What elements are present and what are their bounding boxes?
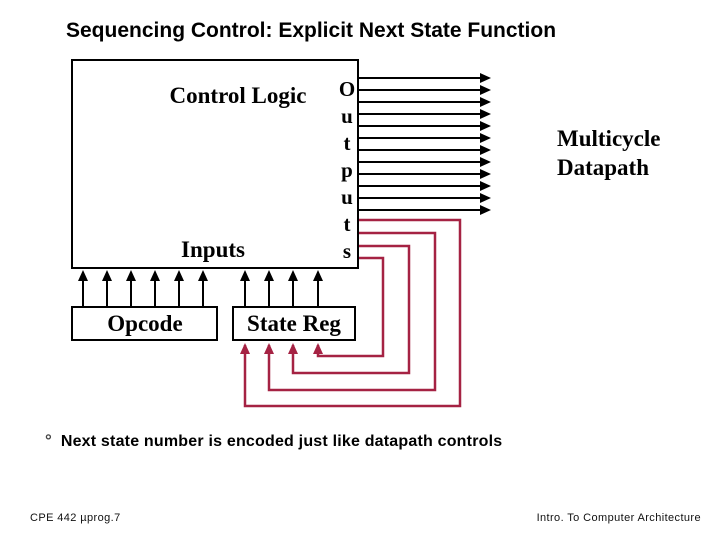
- outputs-letter: u: [341, 185, 353, 209]
- bullet-degree-marker: °: [45, 431, 52, 450]
- inputs-label: Inputs: [181, 237, 245, 262]
- control-logic-box: [71, 59, 359, 269]
- feedback-loop-path: [264, 231, 437, 392]
- outputs-letter: t: [344, 131, 351, 155]
- opcode-box: [71, 306, 218, 341]
- opcode-label: Opcode: [107, 311, 182, 336]
- control-logic-label: Control Logic: [170, 83, 307, 108]
- outputs-vertical-label: O u t p u t s: [339, 77, 355, 263]
- feedback-loop-path: [240, 218, 462, 408]
- footer-course-label: CPE 442 µprog.7: [30, 512, 121, 524]
- outputs-letter: t: [344, 212, 351, 236]
- state-reg-label: State Reg: [247, 311, 341, 336]
- sequencer-block-diagram: Control Logic Inputs O u t p u t s Opcod…: [71, 59, 491, 408]
- signal-arrows: [78, 73, 491, 306]
- outputs-letter: u: [341, 104, 353, 128]
- slide-title: Sequencing Control: Explicit Next State …: [66, 19, 557, 42]
- outputs-letter: p: [341, 158, 353, 182]
- bullet-text: Next state number is encoded just like d…: [60, 433, 503, 450]
- state-reg-box: [232, 306, 356, 341]
- feedback-loop-path: [288, 244, 411, 375]
- footer-course-title: Intro. To Computer Architecture: [536, 512, 701, 524]
- feedback-loops: [240, 218, 462, 408]
- outputs-letter: O: [339, 77, 355, 101]
- outputs-letter: s: [343, 239, 351, 263]
- bullet-line: ° Next state number is encoded just like …: [45, 431, 502, 451]
- feedback-loop-path: [313, 256, 385, 358]
- multicycle-datapath-label: Multicycle Datapath: [557, 126, 661, 180]
